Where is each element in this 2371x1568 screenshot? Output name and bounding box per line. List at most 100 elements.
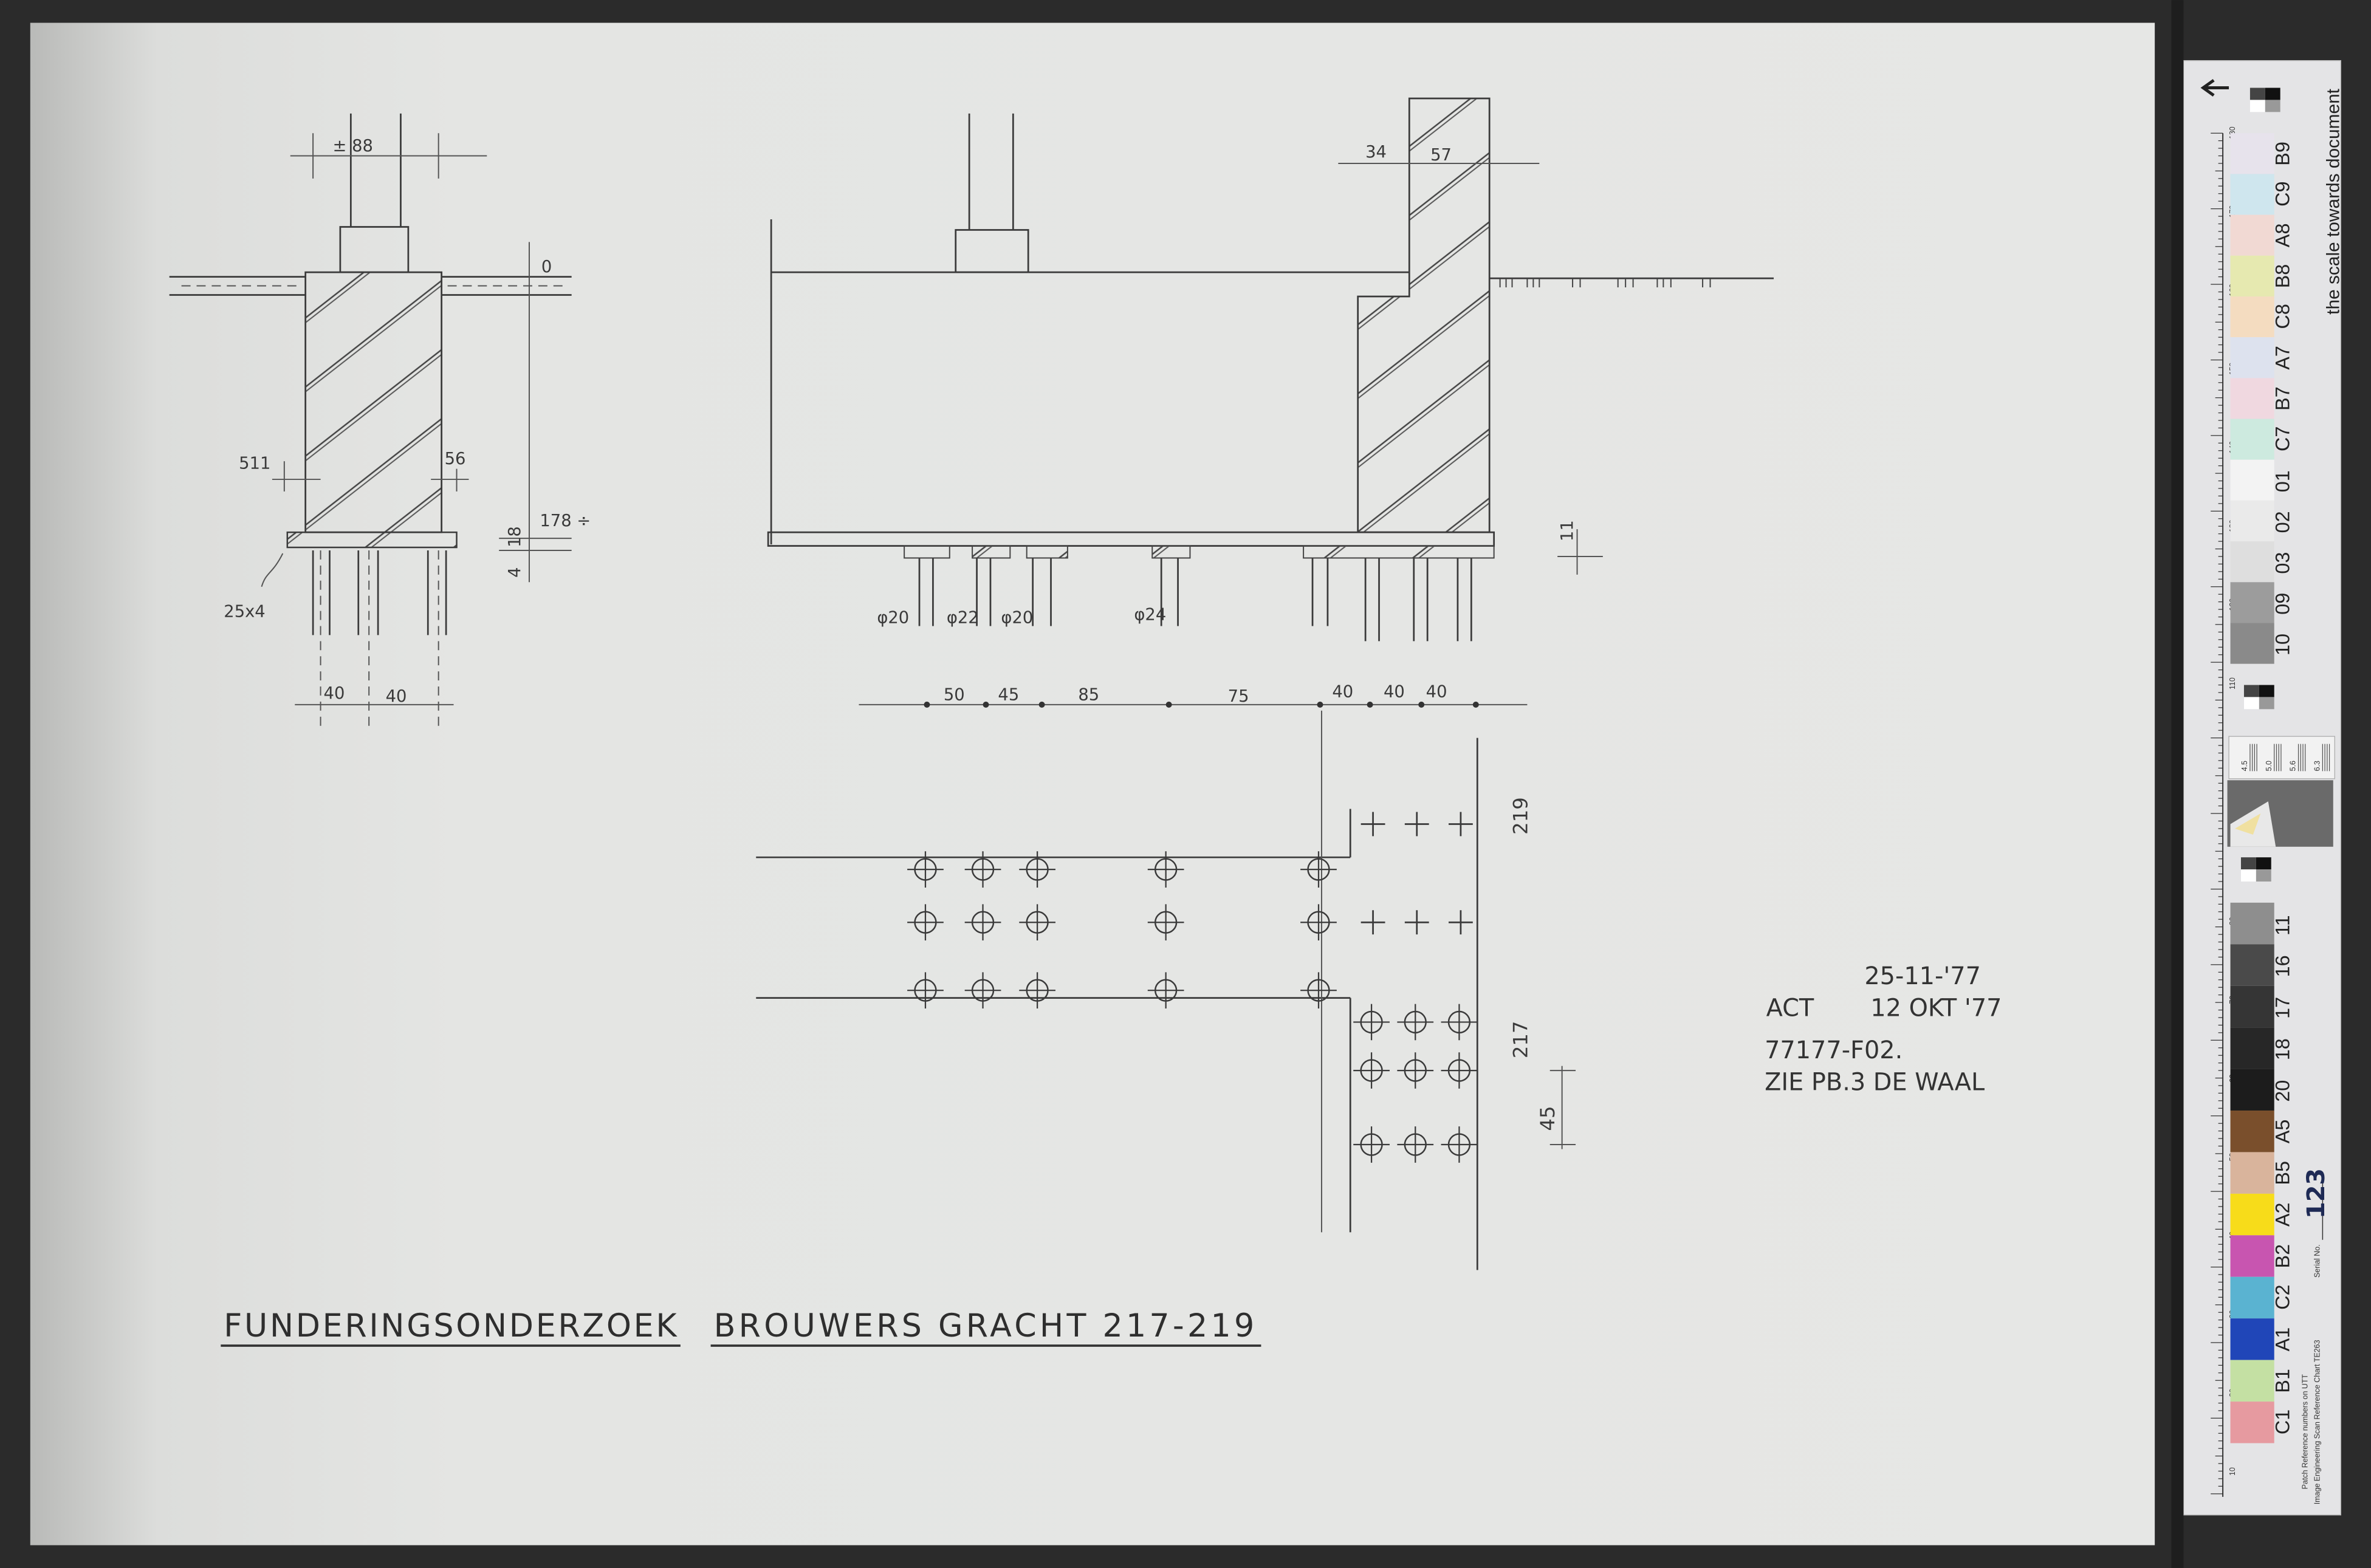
- resolution-card: 4.5 5.0 5.6 6.3: [2228, 736, 2335, 779]
- pile-circle: [907, 851, 944, 888]
- pile-circle: [1147, 972, 1184, 1009]
- gray-checker-top: [2249, 87, 2280, 112]
- pile-plan: 219 217 45: [756, 710, 1576, 1270]
- pile-circle: [1441, 1126, 1478, 1163]
- pile-spacing-2: 45: [998, 685, 1019, 704]
- pile-spacing-5: 40: [1332, 682, 1353, 701]
- resolution-label: 5.0: [2265, 761, 2273, 771]
- pile-spacing-left-2: 40: [386, 687, 407, 706]
- pile-spacing-6: 40: [1384, 682, 1405, 701]
- gray-checker-low: [2240, 857, 2271, 882]
- pile-circle: [907, 904, 944, 941]
- pile-diameter-1: φ20: [877, 608, 909, 627]
- patch-label-18: 18: [2272, 1038, 2294, 1060]
- piles-middle: [918, 558, 1472, 642]
- color-patch-C7: [2230, 419, 2274, 460]
- resolution-label: 6.3: [2313, 761, 2321, 771]
- pile-spacing-left-1: 40: [324, 684, 345, 703]
- level-zero: 0: [541, 258, 552, 276]
- patch-label-A8: A8: [2272, 224, 2294, 248]
- pile-diameter-3: φ20: [1001, 608, 1033, 627]
- color-patch-20: [2230, 1069, 2274, 1111]
- patch-label-B7: B7: [2272, 386, 2294, 411]
- pile-circle: [1300, 851, 1337, 888]
- dim-offset-left: 511: [239, 454, 270, 473]
- pile-circle: [1397, 1126, 1434, 1163]
- stamp-reference: 77177-F02.: [1765, 1036, 1903, 1064]
- patch-label-B1: B1: [2272, 1369, 2294, 1393]
- dim-offset-right: 56: [445, 450, 466, 468]
- patch-label-01: 01: [2272, 470, 2294, 492]
- stamp-note: ZIE PB.3 DE WAAL: [1765, 1068, 1985, 1096]
- resolution-label: 4.5: [2240, 761, 2249, 771]
- patch-reference-note: Patch Reference numbers on UTT: [2301, 1374, 2309, 1490]
- color-patch-C9: [2230, 174, 2274, 215]
- color-patch-C1: [2230, 1402, 2274, 1443]
- drawing-title: FUNDERINGSONDERZOEK BROUWERS GRACHT 217-…: [221, 1308, 1261, 1347]
- pile-cross: [1449, 910, 1473, 935]
- pile-circle: [1019, 904, 1055, 941]
- color-patch-A7: [2230, 337, 2274, 378]
- pile-spacing-3: 85: [1078, 685, 1099, 704]
- pile-circle: [1300, 904, 1337, 941]
- patch-label-16: 16: [2272, 955, 2294, 977]
- pile-circle: [1353, 1052, 1390, 1089]
- arrow-left-icon: [2200, 79, 2229, 97]
- color-patch-B5: [2230, 1152, 2274, 1194]
- gray-card: [2227, 780, 2333, 847]
- pile-circle: [1353, 1126, 1390, 1163]
- piles-left: [312, 550, 447, 726]
- color-patch-A8: [2230, 214, 2274, 256]
- pile-diameter-2: φ22: [947, 608, 979, 627]
- patch-label-09: 09: [2272, 593, 2294, 615]
- gray-checker-mid: [2243, 685, 2274, 710]
- chart-maker: Image Engineering Scan Reference Chart T…: [2313, 1340, 2321, 1504]
- serial-label: Serial No.: [2313, 1244, 2321, 1278]
- plan-piles: [907, 812, 1478, 1163]
- resolution-label: 5.6: [2289, 761, 2297, 771]
- stamp-block: 25-11-'77 ACT 12 OKT '77 77177-F02. ZIE …: [1765, 962, 2002, 1096]
- ruler-label: 110: [2228, 677, 2237, 690]
- pile-circle: [1019, 851, 1055, 888]
- dim-width: ± 88: [332, 137, 372, 156]
- color-patch-10: [2230, 623, 2274, 664]
- color-patch-C8: [2230, 296, 2274, 338]
- color-patch-09: [2230, 582, 2274, 623]
- scan-reference-chart: 1801701601501401301201101009080706050403…: [2171, 0, 2344, 1568]
- pile-cross: [1360, 812, 1385, 837]
- patch-label-02: 02: [2272, 511, 2294, 533]
- color-patch-B8: [2230, 255, 2274, 296]
- color-patch-16: [2230, 944, 2274, 986]
- plan-dim-219: 219: [1509, 797, 1532, 835]
- plan-dim-217: 217: [1509, 1021, 1532, 1058]
- chart-caption: the scale towards document: [2324, 88, 2344, 314]
- plan-dim-45: 45: [1536, 1106, 1559, 1131]
- pile-spacing-1: 50: [944, 685, 965, 704]
- color-patch-18: [2230, 1027, 2274, 1069]
- patch-label-B9: B9: [2272, 142, 2294, 166]
- pile-circle: [964, 972, 1001, 1009]
- color-patch-A2: [2230, 1193, 2274, 1236]
- color-patch-01: [2230, 459, 2274, 501]
- pile-circle: [1397, 1052, 1434, 1089]
- patch-label-10: 10: [2272, 634, 2294, 656]
- title-right: BROUWERS GRACHT 217-219: [714, 1308, 1255, 1344]
- color-patch-A5: [2230, 1111, 2274, 1152]
- ruler-label: 10: [2228, 1467, 2237, 1476]
- patch-label-B5: B5: [2272, 1161, 2294, 1185]
- section-left: ± 88 0 178 ÷ 18 4 511 56 25x4 40 40: [169, 113, 591, 726]
- pile-circle: [1147, 904, 1184, 941]
- dimension-ticks: [924, 701, 1479, 708]
- color-patch-B7: [2230, 378, 2274, 419]
- pile-cross: [1449, 812, 1473, 837]
- patch-label-B2: B2: [2272, 1244, 2294, 1268]
- pile-circle: [1353, 1004, 1390, 1041]
- stamp-date-2: 12 OKT '77: [1870, 994, 2002, 1022]
- patch-label-03: 03: [2272, 552, 2294, 574]
- color-patch-B2: [2230, 1235, 2274, 1277]
- color-patch-02: [2230, 500, 2274, 542]
- dim-wall-offset: 34: [1365, 143, 1387, 162]
- dim-depth: 178 ÷: [540, 512, 591, 530]
- pile-circle: [1397, 1004, 1434, 1041]
